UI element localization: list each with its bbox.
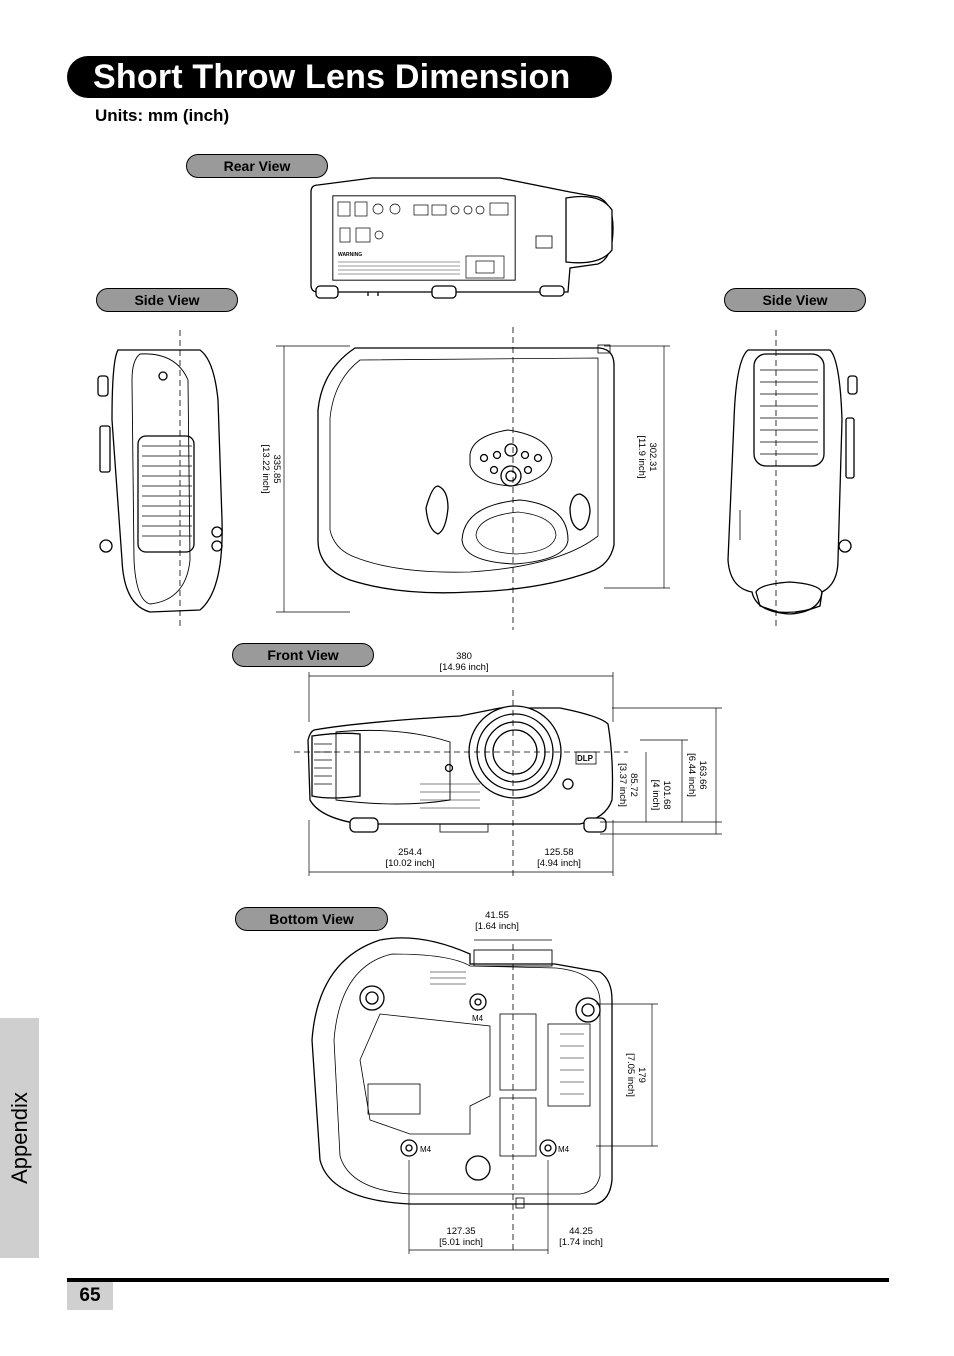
dim-front-h3: 163.66[6.44 inch] bbox=[686, 753, 708, 797]
front-view-drawing bbox=[307, 705, 614, 833]
front-view-label: Front View bbox=[232, 643, 374, 667]
rear-view-label: Rear View bbox=[186, 154, 328, 178]
dim-top-left: 335.85[13.22 inch] bbox=[260, 444, 282, 494]
bottom-view-drawing bbox=[311, 937, 613, 1209]
units-label: Units: mm (inch) bbox=[95, 106, 230, 125]
dim-front-right: 125.58[4.94 inch] bbox=[537, 847, 581, 869]
rear-warning-text: WARNING bbox=[338, 252, 363, 258]
screw-label-top: M4 bbox=[472, 1014, 484, 1023]
left-side-view-drawing bbox=[97, 349, 223, 613]
dim-front-h2: 101.68[4 inch] bbox=[650, 779, 672, 811]
dim-front-h1: 85.72[3.37 inch] bbox=[617, 763, 639, 807]
dim-front-width: 380[14.96 inch] bbox=[439, 651, 489, 673]
dlp-logo: DLP bbox=[577, 754, 593, 763]
screw-label-left: M4 bbox=[420, 1145, 432, 1154]
appendix-tab-label: Appendix bbox=[6, 1092, 32, 1184]
dim-front-left: 254.4[10.02 inch] bbox=[385, 847, 435, 869]
page-title: Short Throw Lens Dimension bbox=[67, 56, 612, 98]
appendix-tab: Appendix bbox=[0, 1018, 39, 1258]
dim-bottom-left: 127.35[5.01 inch] bbox=[439, 1226, 483, 1248]
bottom-view-label: Bottom View bbox=[235, 907, 388, 931]
dim-bottom-right: 44.25[1.74 inch] bbox=[559, 1226, 603, 1248]
dim-top-right: 302.31[11.9 inch] bbox=[636, 435, 658, 479]
top-view-drawing bbox=[317, 344, 615, 594]
side-view-left-label: Side View bbox=[96, 288, 238, 312]
dim-bottom-depth: 179[7.05 inch] bbox=[625, 1053, 647, 1097]
footer-rule bbox=[67, 1278, 889, 1282]
page-number: 65 bbox=[67, 1282, 113, 1310]
rear-view-drawing bbox=[310, 177, 614, 299]
right-side-view-drawing bbox=[727, 349, 858, 615]
dim-bottom-top: 41.55[1.64 inch] bbox=[475, 910, 519, 932]
screw-label-right: M4 bbox=[558, 1145, 570, 1154]
side-view-right-label: Side View bbox=[724, 288, 866, 312]
